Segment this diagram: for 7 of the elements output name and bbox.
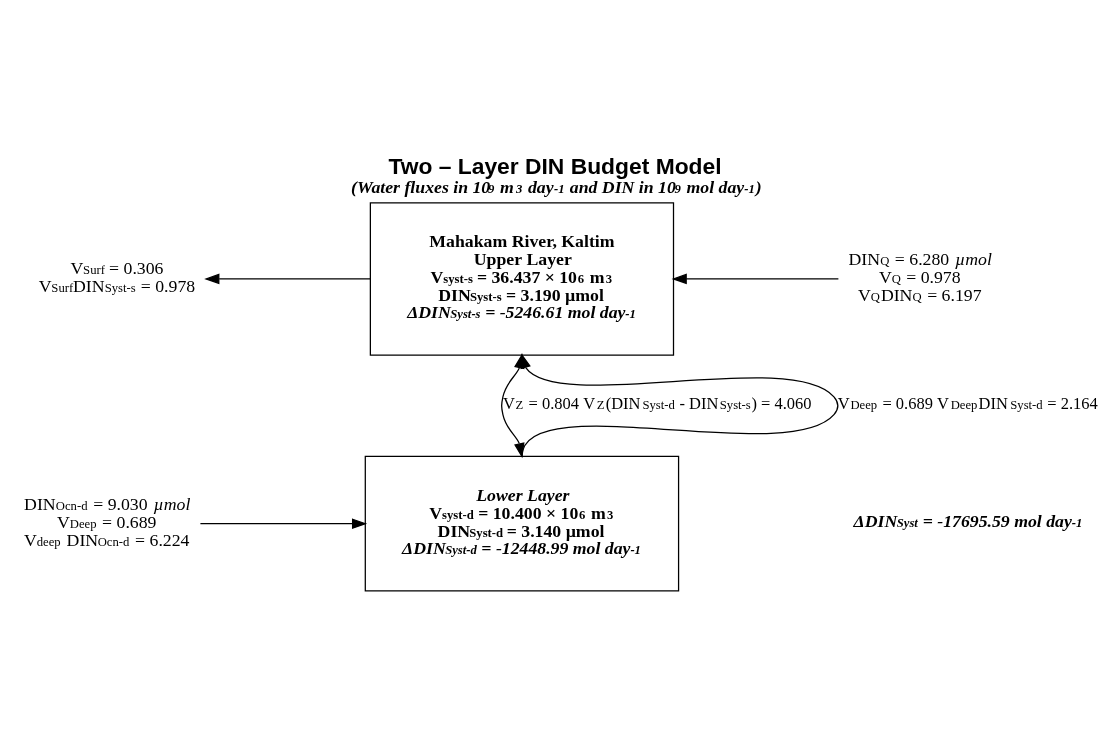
node-text: DINQ = 6.280 µmol VQ = 0.978 VQDINQ = 6.197 xyxy=(848,248,992,305)
node-text: DINOcn-d = 9.030 µmol VDeep = 0.689 Vdeep DINOcn-d = 6.224 xyxy=(24,493,191,550)
node-text: VSurf = 0.306 VSurfDINSyst-s = 0.978 xyxy=(38,257,196,296)
label: ΔDINSyst = -17695.59 mol day-1 xyxy=(853,510,1083,531)
edge-label: VZ = 0.804 VZ(DINSyst-d - DINSyst-s) = 4.060 xyxy=(502,393,812,413)
edge-label: VDeep = 0.689 VDeepDINSyst-d = 2.164 xyxy=(837,393,1098,413)
diagram-title: Two – Layer DIN Budget Model xyxy=(388,152,722,179)
